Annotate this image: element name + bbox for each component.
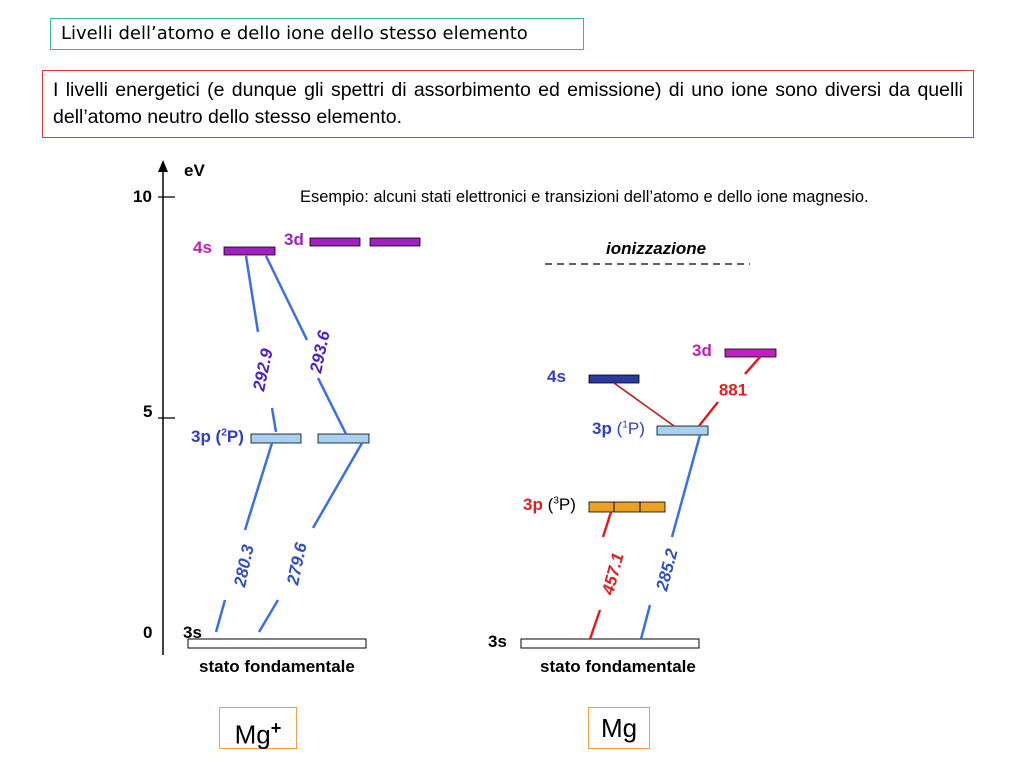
ion-ground-label: 3s — [183, 623, 202, 642]
singlet-multiplicity: 1 — [622, 419, 628, 431]
triplet-close: P) — [558, 495, 576, 514]
ion-3p-close: P) — [226, 427, 244, 446]
atom-3d-label: 3d — [692, 341, 712, 360]
atom-transition-457-1: 457.1 — [598, 551, 628, 598]
ion-transition-279-6: 279.6 — [283, 540, 311, 587]
atom-ground-caption: stato fondamentale — [540, 657, 696, 676]
ionization-label: ionizzazione — [606, 239, 707, 258]
ion-line-293-upper — [264, 255, 309, 341]
intro-text: I livelli energetici (e dunque gli spett… — [42, 70, 974, 138]
ion-line-293-lower — [316, 377, 348, 435]
ion-3p-term: 3p ( — [191, 427, 222, 446]
atom-3p-singlet-level — [656, 425, 709, 436]
atom-3p-triplet-level — [588, 501, 666, 513]
slide-title: Livelli dell’atomo e dello ione dello st… — [50, 18, 584, 50]
axis-tick-label-5: 5 — [143, 402, 153, 421]
ion-4s-level — [223, 246, 276, 256]
ion-3d-label: 3d — [284, 230, 304, 249]
ion-3d-level-b — [369, 237, 421, 247]
atom-line-457-lower — [588, 609, 602, 640]
ion-line-279-upper — [311, 442, 364, 529]
atom-3d-level — [724, 348, 777, 358]
ion-transition-293-6: 293.6 — [306, 328, 334, 375]
atom-3p-singlet-label: 3p (1P) — [592, 419, 645, 439]
atom-ground-label: 3s — [488, 632, 507, 651]
triplet-open: ( — [542, 495, 554, 514]
ion-3p-multiplicity: 2 — [221, 427, 227, 439]
ion-transition-280-3: 280.3 — [230, 542, 258, 589]
ion-species-box: Mg+ — [219, 707, 297, 750]
atom-line-4s-3p — [613, 382, 675, 427]
triplet-multiplicity: 3 — [553, 495, 559, 507]
atom-transition-285-2: 285.2 — [652, 546, 682, 594]
triplet-term: 3p — [523, 495, 543, 514]
singlet-term: 3p — [592, 419, 612, 438]
atom-4s-label: 4s — [547, 367, 566, 386]
ion-line-292-upper — [244, 255, 260, 333]
ion-ground-level — [187, 638, 367, 649]
atom-ground-level — [520, 638, 700, 649]
ion-line-279-lower — [257, 599, 280, 633]
singlet-open: ( — [611, 419, 623, 438]
axis-unit-label: eV — [184, 161, 205, 180]
axis-arrow-icon — [158, 160, 168, 172]
ion-3p-level-a — [250, 433, 302, 444]
atom-4s-level — [588, 374, 640, 384]
atom-3p-triplet-label: 3p (3P) — [523, 495, 576, 515]
ion-line-292-lower — [270, 407, 278, 433]
atom-line-285-upper — [670, 434, 702, 538]
singlet-close: P) — [627, 419, 645, 438]
atom-line-881-upper — [744, 356, 761, 375]
ion-transition-292-9: 292.9 — [249, 346, 277, 393]
example-caption: Esempio: alcuni stati elettronici e tran… — [300, 188, 869, 206]
atom-line-285-lower — [639, 604, 652, 640]
ion-ground-caption: stato fondamentale — [199, 657, 355, 676]
atom-species-box: Mg — [588, 707, 650, 749]
ion-3p-label: 3p (2P) — [191, 427, 244, 447]
atom-line-881-lower — [698, 401, 719, 427]
ion-line-280-upper — [243, 442, 274, 531]
ion-3p-level-b — [317, 433, 370, 444]
ion-4s-label: 4s — [193, 238, 212, 257]
ion-3d-level-a — [309, 237, 361, 247]
ion-name: Mg — [234, 719, 271, 750]
axis-tick-label-10: 10 — [133, 187, 152, 206]
atom-transition-881: 881 — [719, 380, 747, 399]
axis-tick-label-0: 0 — [143, 623, 153, 642]
ion-charge: + — [270, 718, 282, 738]
ion-line-280-lower — [214, 599, 227, 633]
atom-line-457-upper — [601, 511, 613, 538]
